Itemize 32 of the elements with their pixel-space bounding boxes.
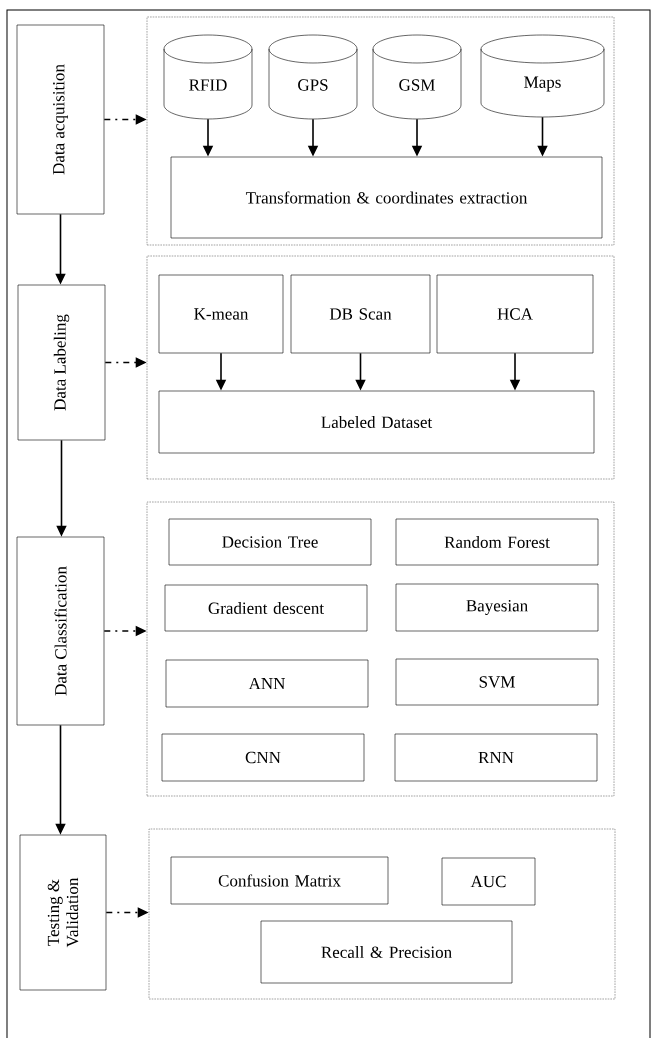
method-box: SVM [395, 658, 599, 706]
method-box: Recall & Precision [260, 920, 513, 984]
stage-box: Data Classification [16, 536, 105, 726]
group-panel [146, 16, 615, 246]
database-cylinder: GPS [268, 34, 358, 120]
database-cylinder: GSM [372, 34, 462, 120]
node-label: RFID [189, 79, 227, 91]
method-box: K-mean [158, 274, 284, 354]
group-panel [146, 501, 615, 797]
method-box: AUC [441, 857, 536, 906]
method-box: Decision Tree [168, 518, 372, 566]
method-box: Transformation & coordinates extraction [170, 156, 603, 239]
method-box: Random Forest [395, 518, 599, 566]
method-box: DB Scan [290, 274, 431, 354]
method-box: Bayesian [395, 583, 599, 632]
stage-box: Testing & Validation [19, 834, 107, 991]
method-box: RNN [394, 733, 598, 782]
method-box: HCA [436, 274, 594, 354]
node-label: Maps [524, 76, 561, 92]
node-label: GSM [399, 79, 435, 91]
stage-box: Data Labeling [17, 284, 106, 441]
method-box: ANN [165, 659, 369, 708]
stage-box: Data acquisition [16, 24, 105, 215]
method-box: CNN [161, 733, 365, 782]
method-box: Confusion Matrix [170, 856, 389, 905]
method-box: Labeled Dataset [158, 390, 595, 454]
method-box: Gradient descent [164, 584, 368, 632]
node-label: GPS [298, 79, 328, 91]
group-panel [148, 828, 616, 1000]
database-cylinder: Maps [480, 34, 605, 118]
group-panel [146, 255, 615, 480]
database-cylinder: RFID [163, 34, 253, 120]
